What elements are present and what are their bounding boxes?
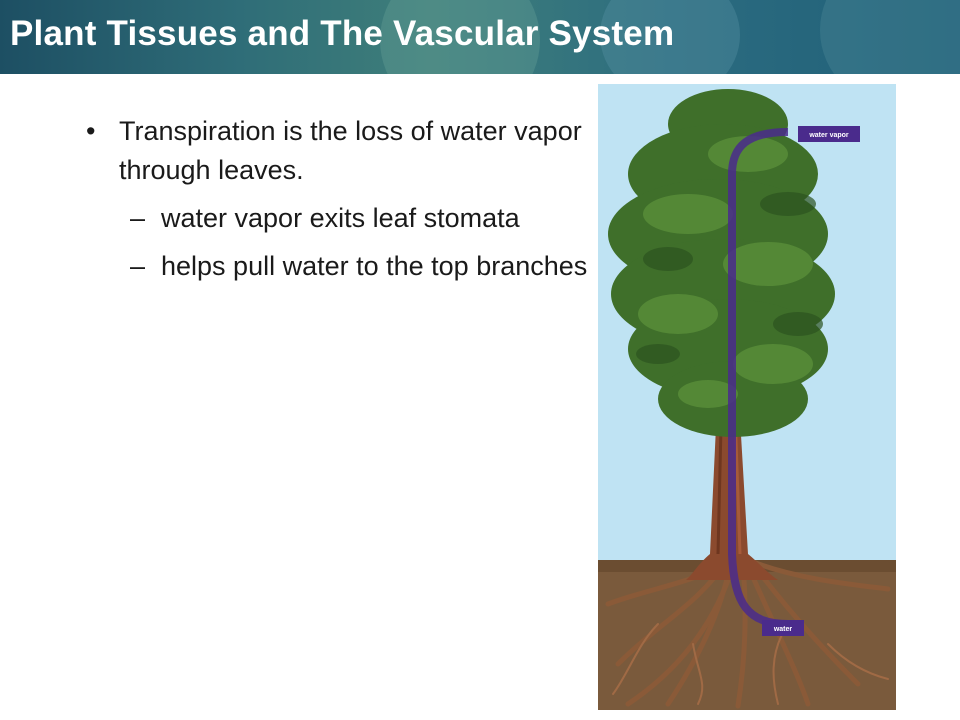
bullet-marker: • [86,116,96,146]
sub-bullet-marker: – [130,203,146,233]
water-vapor-label: water vapor [798,126,860,142]
tree-illustration: water vapor water [598,84,896,710]
sub-bullet-marker: – [130,251,146,281]
title-bar: Plant Tissues and The Vascular System [0,0,960,74]
sub-bullet-item: – helps pull water to the top branches [80,247,600,286]
bullet-list: • Transpiration is the loss of water vap… [80,112,600,286]
sub-bullet-text: helps pull water to the top branches [161,251,588,281]
header-decoration [380,0,540,74]
water-vapor-text: water vapor [808,132,849,139]
header-decoration [820,0,960,74]
water-label: water [762,620,804,636]
bullet-item: • Transpiration is the loss of water vap… [80,112,600,190]
header-decoration [600,0,740,74]
sub-bullet-text: water vapor exits leaf stomata [161,203,520,233]
water-text: water [773,626,793,633]
sub-bullet-item: – water vapor exits leaf stomata [80,199,600,238]
slide-title: Plant Tissues and The Vascular System [10,14,675,53]
water-flow-arrow [728,128,789,628]
bullet-text: Transpiration is the loss of water vapor… [119,116,582,185]
